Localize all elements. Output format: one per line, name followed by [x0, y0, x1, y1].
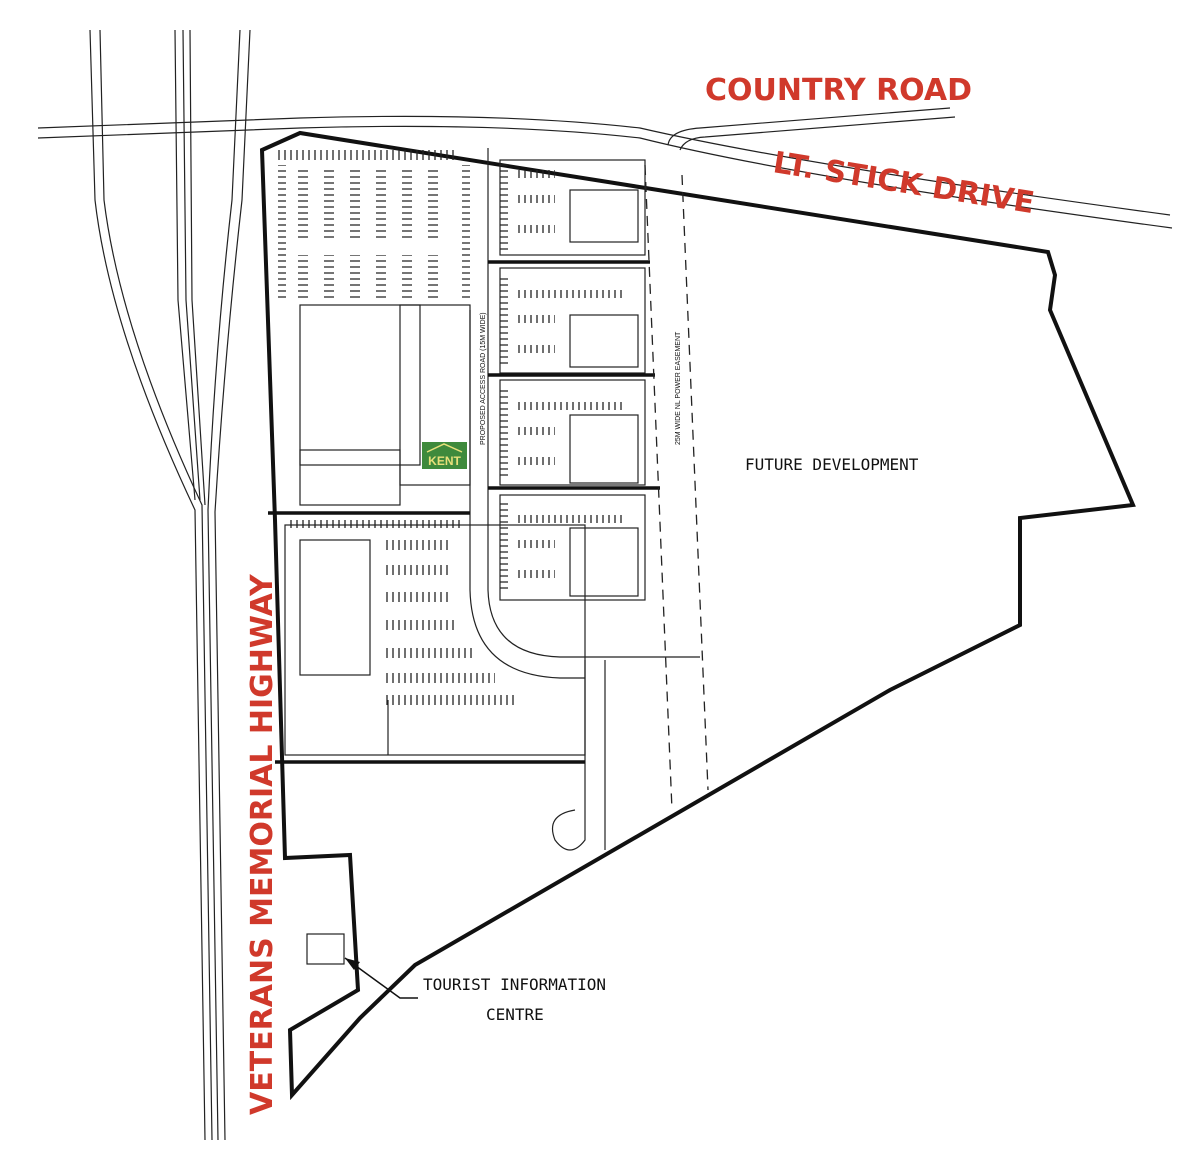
- parking-stalls: [278, 150, 625, 755]
- tourist-centre-label-1: TOURIST INFORMATION: [423, 975, 606, 994]
- country-road-label: COUNTRY ROAD: [705, 73, 972, 108]
- tourist-centre-label-2: CENTRE: [486, 1005, 544, 1024]
- tourist-centre-building: [306, 933, 345, 965]
- highway-label: VETERANS MEMORIAL HIGHWAY: [245, 573, 280, 1115]
- country-road-lines: [37, 107, 1173, 229]
- tourist-centre-leader: [344, 957, 418, 999]
- svg-text:KENT: KENT: [428, 454, 461, 468]
- thick-dividers: [268, 260, 660, 764]
- lt-stick-drive-label: LT. STICK DRIVE: [771, 145, 1037, 221]
- access-road-label: PROPOSED ACCESS ROAD (15M WIDE): [480, 312, 487, 445]
- kent-logo: KENT: [422, 442, 467, 469]
- arrow-icon: [345, 958, 360, 970]
- power-easement-lines: [644, 164, 709, 811]
- easement-label: 25M WIDE NL POWER EASEMENT: [675, 331, 682, 445]
- site-boundary: [259, 130, 1136, 1101]
- future-development-label: FUTURE DEVELOPMENT: [745, 455, 919, 474]
- parcel-lines: [284, 148, 700, 851]
- highway-lines: [89, 29, 251, 1141]
